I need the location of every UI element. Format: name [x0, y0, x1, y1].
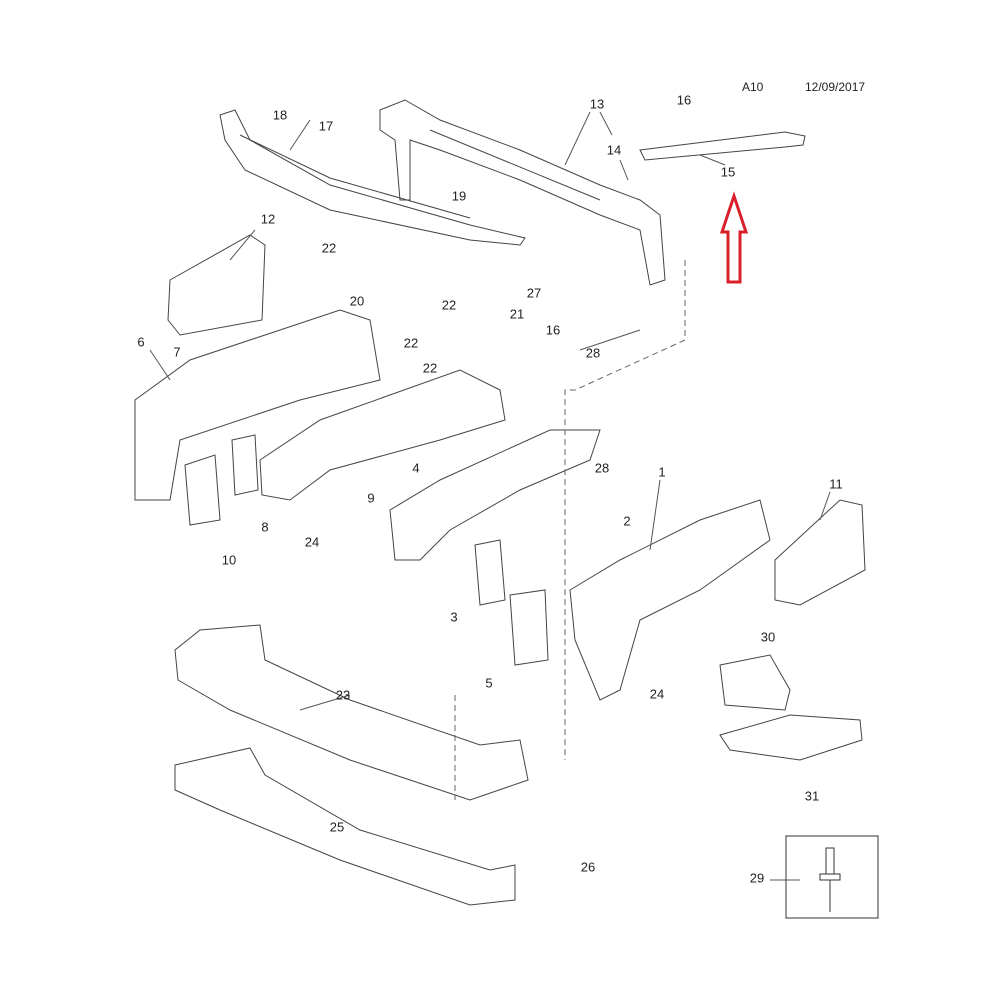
up-arrow-icon	[719, 191, 749, 284]
callout-8: 8	[261, 519, 269, 535]
part-25-absorber	[174, 747, 516, 906]
part-1-rail	[569, 499, 771, 701]
callout-30: 30	[760, 629, 776, 645]
callout-12: 12	[260, 211, 276, 227]
part-9-rail	[259, 369, 506, 501]
callout-22: 22	[403, 335, 419, 351]
part-8-bracket	[231, 434, 259, 496]
callout-4: 4	[412, 460, 420, 476]
callout-16: 16	[676, 92, 692, 108]
callout-7: 7	[173, 344, 181, 360]
callout-22: 22	[422, 360, 438, 376]
callout-5: 5	[485, 675, 493, 691]
callout-22: 22	[321, 240, 337, 256]
callout-2: 2	[623, 513, 631, 529]
callout-21: 21	[509, 306, 525, 322]
callout-19: 19	[451, 188, 467, 204]
callout-28: 28	[585, 345, 601, 361]
part-5-bracket	[509, 589, 549, 666]
callout-22: 22	[441, 297, 457, 313]
callout-10: 10	[221, 552, 237, 568]
rivet-icon	[819, 847, 841, 912]
callout-9: 9	[367, 490, 375, 506]
rivet-29-box	[785, 835, 879, 919]
callout-31: 31	[804, 788, 820, 804]
part-17-bumper-reinforcement-upper	[219, 109, 526, 246]
part-13-radiator-support	[379, 99, 666, 286]
part-15-brace	[639, 131, 806, 161]
callout-24: 24	[304, 534, 320, 550]
callout-6: 6	[137, 334, 145, 350]
part-23-bumper-beam	[174, 624, 529, 801]
callout-27: 27	[526, 285, 542, 301]
callout-23: 23	[335, 687, 351, 703]
callout-26: 26	[580, 859, 596, 875]
page-code: A10	[742, 80, 764, 94]
part-6-rail	[134, 309, 381, 501]
callout-14: 14	[606, 142, 622, 158]
part-31-plate	[719, 714, 863, 761]
callout-29: 29	[749, 870, 765, 886]
callout-11: 11	[829, 476, 843, 492]
callout-28: 28	[594, 460, 610, 476]
part-4-rail	[389, 429, 601, 561]
callout-18: 18	[272, 107, 288, 123]
callout-25: 25	[329, 819, 345, 835]
part-12-panel	[167, 234, 266, 336]
callout-13: 13	[589, 96, 605, 112]
callout-24: 24	[649, 686, 665, 702]
part-30-plate	[719, 654, 791, 711]
part-11-panel	[774, 499, 866, 606]
callout-1: 1	[658, 464, 666, 480]
part-3-bracket	[474, 539, 506, 606]
callout-3: 3	[450, 609, 458, 625]
diagram-date: 12/09/2017	[805, 80, 866, 94]
callout-15: 15	[720, 164, 736, 180]
callout-20: 20	[349, 293, 365, 309]
part-10-bracket	[184, 454, 221, 526]
callout-16: 16	[545, 322, 561, 338]
callout-17: 17	[318, 118, 334, 134]
